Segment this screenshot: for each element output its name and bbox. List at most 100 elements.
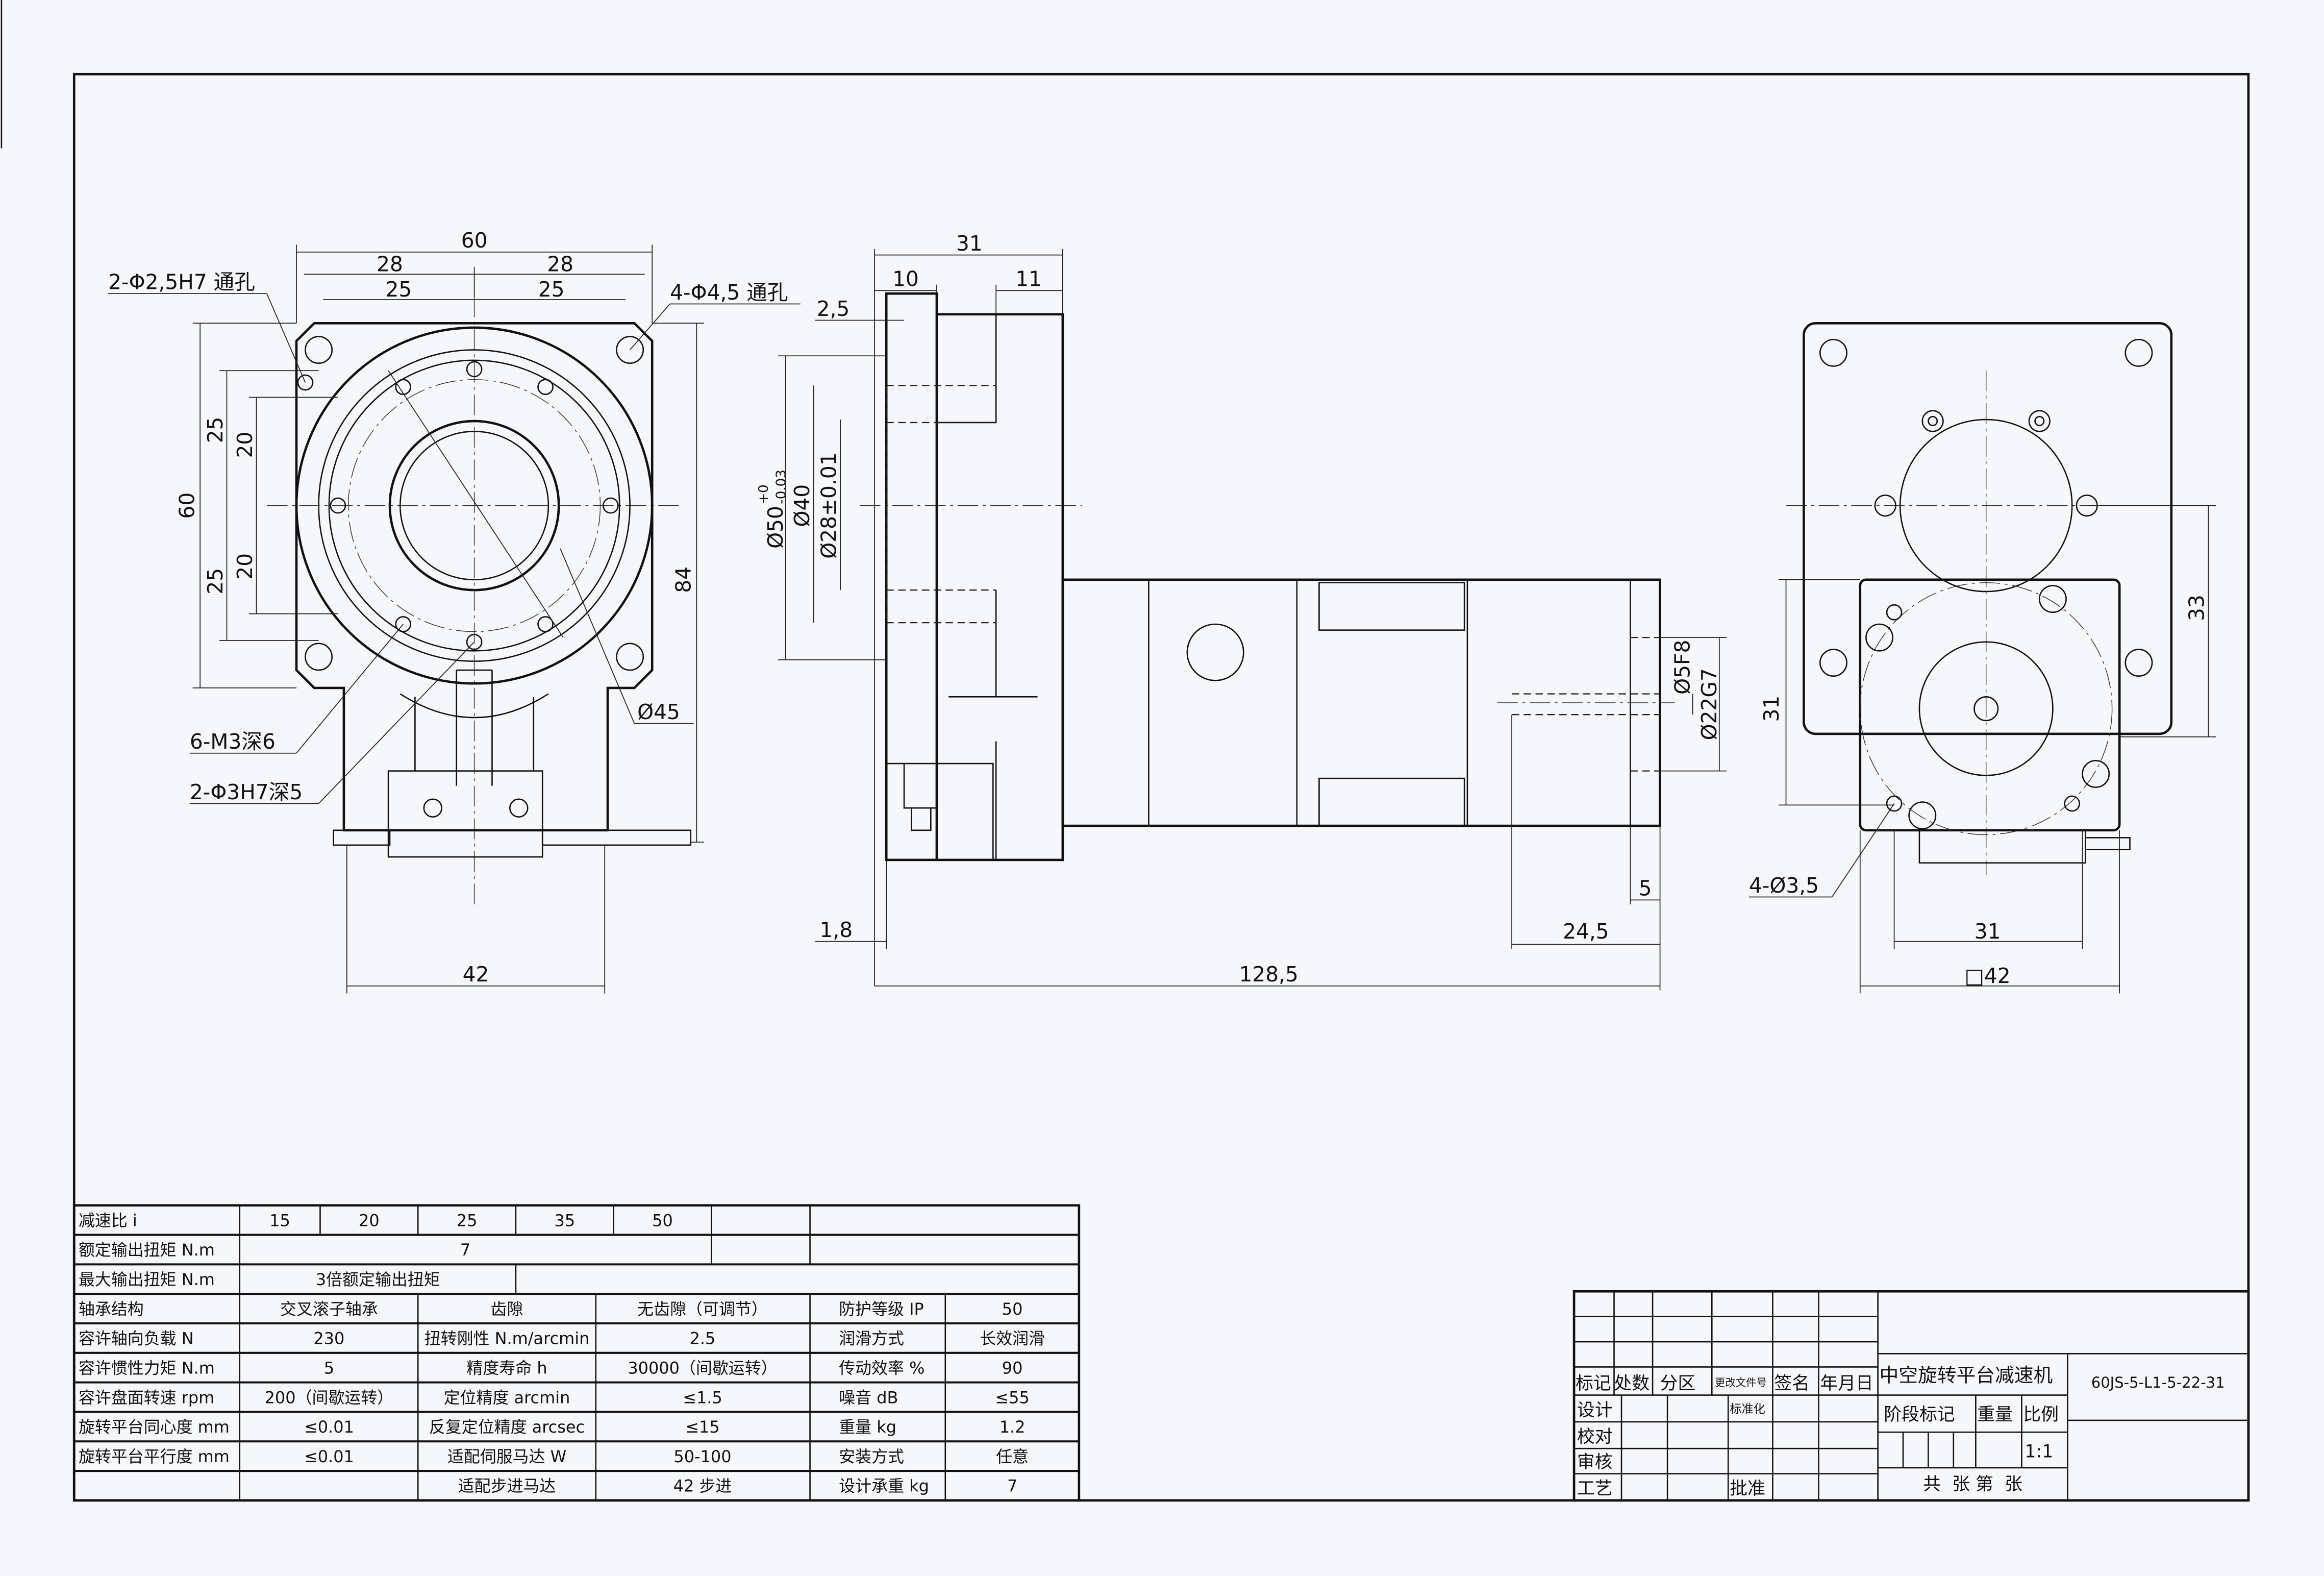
spec-cell: 传动效率 % [839, 1358, 924, 1377]
dim-25-bottom: 25 [203, 568, 228, 595]
spec-cell: 90 [1002, 1358, 1023, 1377]
spec-cell: 1.2 [999, 1417, 1026, 1437]
note-pin-holes: 2-Φ2,5H7 通孔 [108, 269, 255, 294]
dim-2-5: 2,5 [817, 297, 850, 321]
dim-24-5: 24,5 [1563, 919, 1609, 944]
spec-cell: 润滑方式 [839, 1329, 904, 1348]
stage-mark-label: 阶段标记 [1884, 1405, 1955, 1425]
note-threads: 6-M3深6 [190, 729, 276, 754]
drawing-number: 60JS-5-L1-5-22-31 [2091, 1374, 2225, 1391]
spec-cell: ≤55 [995, 1388, 1029, 1407]
dim-shaft: Ø5F8 [1670, 640, 1695, 695]
spec-cell: 长效润滑 [980, 1329, 1045, 1348]
ratio-value: 35 [554, 1211, 575, 1230]
dim-20-bottom: 20 [233, 553, 257, 580]
header-mark: 标记 [1576, 1373, 1611, 1394]
header-zone: 分区 [1660, 1373, 1696, 1394]
spec-cell: 7 [1007, 1476, 1017, 1496]
spec-cell: 重量 kg [839, 1417, 896, 1437]
header-date: 年月日 [1820, 1373, 1873, 1394]
dim-10: 10 [892, 267, 919, 291]
drawing-border [72, 72, 2250, 1502]
gear-housing [936, 313, 1064, 861]
side-view: 31 10 11 2,5 Ø50 +0 -0.03 Ø40 Ø28±0.01 Ø… [756, 231, 1727, 991]
svg-text:Ø50: Ø50 [763, 506, 788, 549]
role-review: 审核 [1577, 1452, 1613, 1472]
dim-25-right: 25 [538, 277, 565, 302]
spec-cell: 反复定位精度 arcsec [429, 1417, 585, 1437]
dim-front-width: 60 [461, 228, 488, 253]
spec-cell: 轴承结构 [79, 1299, 144, 1319]
dim-25-top: 25 [203, 417, 228, 444]
ratio-value: 25 [457, 1211, 478, 1230]
dim-31-flange: 31 [956, 231, 983, 256]
spec-cell: ≤15 [685, 1417, 719, 1437]
dim-1-8: 1,8 [819, 918, 853, 942]
motor-connector [387, 770, 543, 858]
header-signature: 签名 [1774, 1373, 1810, 1394]
note-pin-blind: 2-Φ3H7深5 [190, 780, 303, 804]
dim-42: 42 [463, 962, 489, 987]
spec-cell: 2.5 [690, 1329, 716, 1348]
spec-cell: 230 [313, 1329, 344, 1348]
scale-label: 比例 [2023, 1405, 2059, 1425]
product-name: 中空旋转平台减速机 [1880, 1364, 2053, 1386]
spec-cell: 50-100 [673, 1447, 731, 1466]
front-view: 60 28 28 25 25 60 25 25 20 20 84 42 2-Φ2… [108, 228, 801, 994]
corner-holes [297, 336, 644, 671]
role-design: 设计 [1577, 1400, 1613, 1420]
dim-20-top: 20 [233, 432, 257, 458]
ratio-value: 50 [652, 1211, 673, 1230]
dim-bore: Ø45 [637, 700, 680, 724]
dim-dia50: Ø50 +0 -0.03 [756, 470, 789, 549]
spec-cell: 42 步进 [673, 1476, 732, 1496]
title-block: 标记 处数 分区 更改文件号 签名 年月日 设计 校对 审核 工艺 标准化 批准… [1572, 1290, 2250, 1502]
turntable-flange [885, 292, 938, 861]
spec-cell: 容许盘面转速 rpm [79, 1388, 214, 1407]
spec-cell: 扭转刚性 N.m/arcmin [424, 1329, 590, 1348]
table-holes [330, 361, 619, 650]
spec-cell: 容许轴向负载 N [79, 1329, 194, 1348]
header-change-doc: 更改文件号 [1715, 1376, 1767, 1389]
dim-pilot: Ø22G7 [1697, 668, 1721, 740]
spec-cell: 无齿隙（可调节） [637, 1299, 768, 1319]
scale-value: 1:1 [2025, 1442, 2053, 1462]
dim-31-vertical: 31 [1759, 696, 1784, 722]
dim-28-right: 28 [547, 252, 573, 277]
dim-total-length: 128,5 [1239, 962, 1298, 987]
spec-cell: 30000（间歇运转） [628, 1358, 777, 1377]
spec-cell: 旋转平台同心度 mm [79, 1417, 230, 1437]
spec-cell: 适配伺服马达 W [447, 1447, 566, 1466]
max-torque-value: 3倍额定输出扭矩 [316, 1270, 440, 1289]
dim-dia40: Ø40 [790, 484, 814, 527]
dim-84: 84 [671, 567, 696, 593]
spec-cell: 任意 [996, 1447, 1029, 1466]
rated-torque-label: 额定输出扭矩 N.m [79, 1240, 215, 1260]
dim-33: 33 [2185, 595, 2209, 621]
dia50-tol-upper: +0 [756, 484, 771, 504]
rear-view: 33 31 31 □42 4-Ø3,5 [1749, 322, 2216, 994]
dim-25-left: 25 [386, 277, 412, 302]
spec-cell: 防护等级 IP [839, 1299, 924, 1319]
dim-28-left: 28 [377, 252, 403, 277]
dia50-tol-lower: -0.03 [774, 470, 789, 504]
spec-cell: 定位精度 arcmin [444, 1388, 570, 1407]
rated-torque-value: 7 [460, 1240, 470, 1260]
role-process: 工艺 [1577, 1479, 1613, 1499]
spec-cell: 200（间歇运转） [265, 1388, 394, 1407]
dim-31-horizontal: 31 [1975, 919, 2001, 944]
dim-dia28: Ø28±0.01 [816, 452, 841, 558]
spec-cell: 安装方式 [839, 1447, 904, 1466]
spec-cell: ≤0.01 [304, 1417, 354, 1437]
dim-11: 11 [1015, 267, 1042, 291]
note-through-holes: 4-Φ4,5 通孔 [670, 280, 788, 305]
spec-cell: ≤1.5 [683, 1388, 722, 1407]
weight-label: 重量 [1977, 1405, 2013, 1425]
spec-cell: 噪音 dB [839, 1388, 898, 1407]
hollow-bore [388, 420, 560, 592]
spec-cell: 50 [1002, 1299, 1023, 1319]
mount-plate [1803, 322, 2173, 735]
